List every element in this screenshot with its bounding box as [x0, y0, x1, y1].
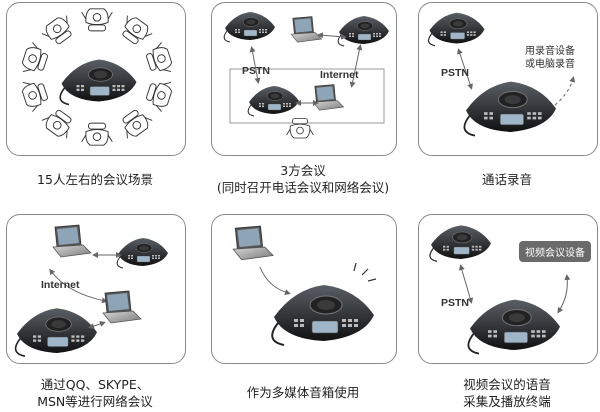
participant-icon: [115, 104, 155, 142]
participant-icon: [81, 8, 113, 32]
pstn-label: PSTN: [441, 297, 470, 309]
participant-icon: [81, 122, 113, 146]
caption-call-recording: 通话录音: [481, 172, 532, 187]
internet-label: Internet: [320, 69, 359, 81]
panel-call-recording: PSTN 用录音设备 或电脑录音: [418, 2, 598, 156]
internet-label: Internet: [41, 279, 80, 291]
video-conference-illustration: [429, 224, 571, 355]
panel-multimedia-speaker: [211, 214, 397, 364]
participant-icon: [39, 104, 79, 142]
panel-video-conference: PSTN 视频会议设备: [418, 214, 598, 364]
participant-icon: [143, 76, 175, 114]
caption-three-way-meeting: 3方会议 (同时召开电话会议和网络会议): [216, 163, 390, 195]
participant-icon: [19, 40, 51, 78]
three-way-illustration: [223, 11, 390, 139]
speaker-illustration: [232, 225, 377, 346]
caption-video-conference: 视频会议的语音 采集及播放终端: [463, 377, 551, 409]
caption-internet-meeting: 通过QQ、SKYPE、 MSN等进行网络会议: [37, 377, 153, 409]
sound-waves-icon: [353, 262, 377, 282]
panel-three-way-meeting: PSTN Internet: [211, 2, 397, 156]
video-device-badge: 视频会议设备: [519, 241, 591, 262]
panel-large-meeting: [6, 2, 186, 156]
panel-internet-meeting: Internet: [6, 214, 186, 364]
caption-large-meeting: 15人左右的会议场景: [37, 172, 153, 187]
meeting-scene-illustration: [19, 8, 175, 146]
participant-icon: [39, 12, 79, 50]
pstn-label: PSTN: [441, 67, 470, 79]
participant-icon: [143, 40, 175, 78]
pstn-label: PSTN: [242, 65, 271, 77]
recording-note: 用录音设备 或电脑录音: [525, 46, 575, 70]
recording-illustration: [427, 12, 576, 137]
participant-icon: [19, 76, 51, 114]
participant-icon: [115, 12, 155, 50]
internet-meeting-illustration: [14, 224, 169, 358]
caption-multimedia-speaker: 作为多媒体音箱使用: [246, 385, 360, 400]
